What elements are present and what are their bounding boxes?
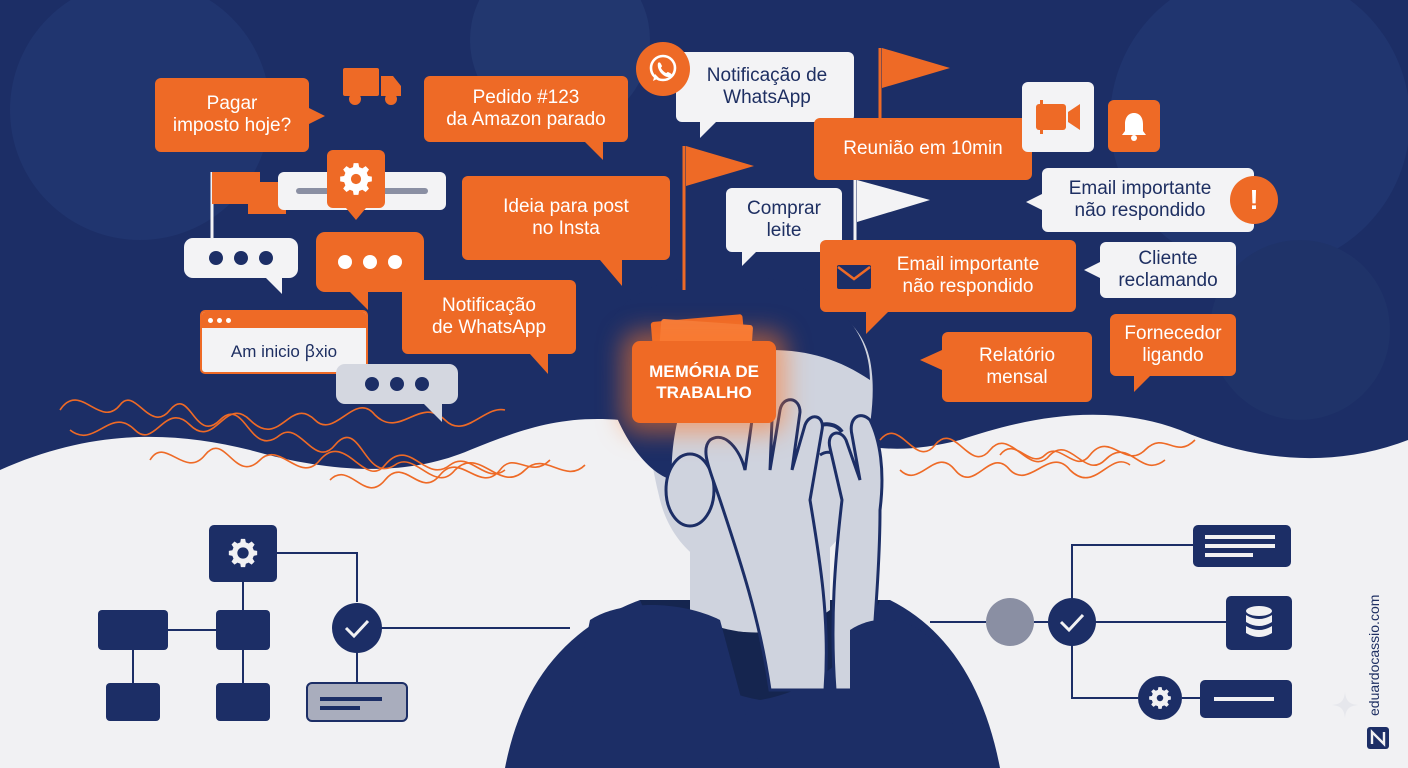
- brand-logo-icon: [1367, 727, 1389, 749]
- bubble-fornecedor: Fornecedor ligando: [1110, 314, 1236, 376]
- typing-bubble-gray: [336, 364, 458, 404]
- bubble-tail: [1084, 262, 1100, 278]
- bubble-text: Relatório mensal: [978, 345, 1056, 388]
- whatsapp-icon: [636, 42, 690, 96]
- bubble-whatsapp-top: Notificação de WhatsApp: [676, 52, 854, 122]
- mail-icon: [834, 262, 874, 292]
- typing-bubble-white: [184, 238, 298, 278]
- bubble-tail: [600, 260, 622, 286]
- bubble-tail: [266, 278, 282, 294]
- bubble-reuniao: Reunião em 10min: [814, 118, 1032, 180]
- bubble-text: Reunião em 10min: [843, 138, 1003, 159]
- bubble-text: Fornecedor ligando: [1124, 323, 1222, 366]
- bubble-tail: [1134, 376, 1150, 392]
- bubble-pedido-amazon: Pedido #123 da Amazon parado: [424, 76, 628, 142]
- bubble-tail: [350, 292, 368, 310]
- bubble-text: Email importante não respondido: [1068, 178, 1212, 221]
- bubble-text: Email importante não respondido: [896, 254, 1040, 297]
- video-camera-icon: [1022, 82, 1094, 152]
- bubble-tail: [585, 142, 603, 160]
- bubble-text: Notificação de WhatsApp: [431, 295, 547, 338]
- truck-icon: [340, 66, 404, 106]
- bubble-relatorio: Relatório mensal: [942, 332, 1092, 402]
- browser-window: Am inicio ꞵxio: [200, 310, 368, 374]
- brand-site: eduardocassio.com: [1366, 594, 1382, 716]
- bubble-pagar-imposto: Pagar imposto hoje?: [155, 78, 309, 152]
- bubble-text: Pedido #123 da Amazon parado: [446, 87, 606, 130]
- bubble-tail: [1026, 194, 1042, 210]
- bubble-tail: [424, 404, 442, 422]
- bubble-text: Comprar leite: [747, 198, 821, 241]
- bubble-ideia-post: Ideia para post no Insta: [462, 176, 670, 260]
- bubble-tail: [920, 350, 942, 370]
- gear-icon-orange: [334, 157, 378, 201]
- sparkle-icon: [1332, 692, 1358, 718]
- database-icon: [1241, 603, 1277, 643]
- bubble-text: Cliente reclamando: [1118, 248, 1218, 291]
- bubble-whatsapp-mid: Notificação de WhatsApp: [402, 280, 576, 354]
- gear-icon: [223, 533, 263, 573]
- working-memory-label: MEMÓRIA DE TRABALHO: [649, 362, 759, 402]
- bubble-text: Notificação de WhatsApp: [706, 65, 828, 108]
- bell-icon: [1108, 100, 1160, 152]
- window-text: Am inicio ꞵxio: [230, 341, 338, 361]
- bubble-cliente-reclamando: Cliente reclamando: [1100, 242, 1236, 298]
- working-memory-box: MEMÓRIA DE TRABALHO: [632, 341, 776, 423]
- bubble-text: Ideia para post no Insta: [503, 196, 629, 239]
- bubble-tail: [700, 122, 716, 138]
- bubble-tail: [309, 108, 325, 124]
- bubble-tail: [530, 354, 548, 374]
- window-titlebar: [202, 312, 366, 328]
- bubble-email-white: Email importante não respondido: [1042, 168, 1254, 232]
- bubble-text: Pagar imposto hoje?: [172, 93, 292, 136]
- bubble-tail: [742, 252, 756, 266]
- exclamation-icon: !: [1230, 176, 1278, 224]
- gear-icon-right: [1144, 682, 1176, 714]
- bubble-tail: [866, 312, 888, 334]
